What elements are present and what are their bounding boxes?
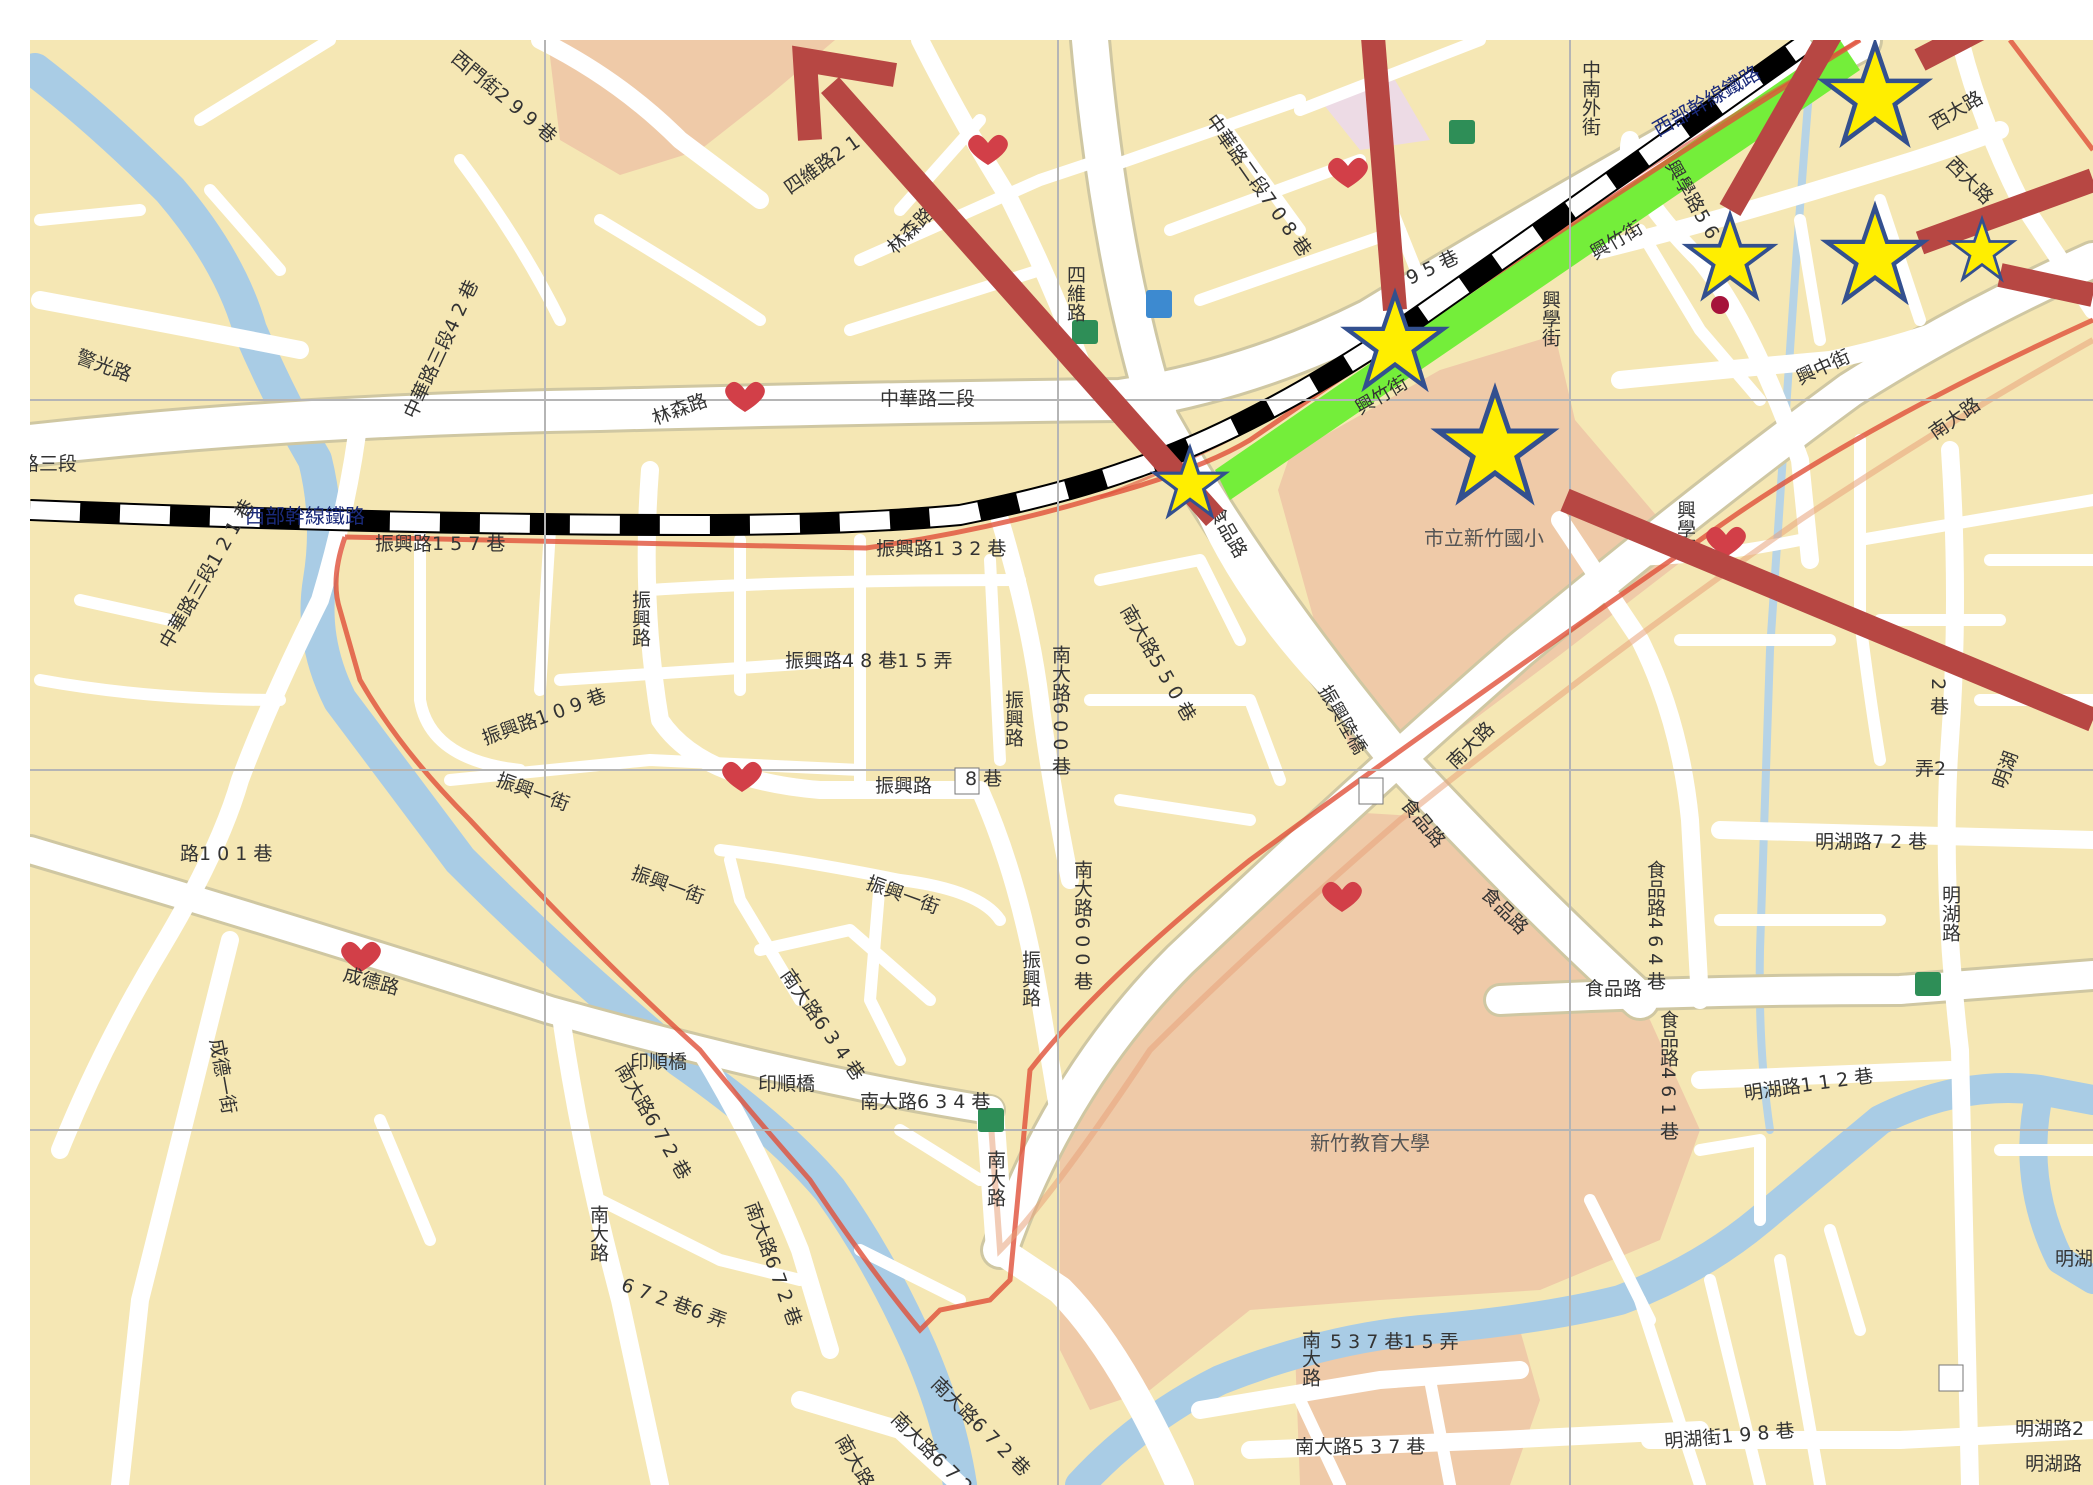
heart-icon (968, 134, 1008, 165)
road-label: 路三段 (20, 453, 77, 475)
road-shipin-east (1486, 961, 2093, 1014)
road-label: 四維路 (1064, 265, 1086, 322)
road-label: 南大路5 3 7 巷 (1295, 1436, 1425, 1458)
road-shipin (1072, 40, 1658, 1018)
university-campus (1060, 810, 1700, 1410)
arrow-line (1719, 40, 1841, 216)
road-label: 明湖路2 (2015, 1418, 2084, 1440)
seven-eleven-icon (1938, 1364, 1964, 1392)
fm-store-icon (1072, 320, 1098, 344)
fm-store-icon (1449, 120, 1475, 144)
arrow-line (821, 77, 1224, 526)
road-label: 振興路1 5 7 巷 (375, 533, 505, 555)
road-label: 食品路4 6 1 巷 (1657, 1010, 1679, 1141)
road-label: 南大路 (587, 1205, 609, 1262)
road-label: 振興路4 8 巷1 5 弄 (785, 650, 953, 672)
arrow-line (1915, 168, 2093, 255)
road-label: 南大路6 0 0 巷 (1071, 860, 1093, 991)
road-label: 振興路 (875, 775, 932, 797)
heart-icon (1328, 157, 1368, 188)
green-band (1215, 40, 1860, 500)
arrow-line (1997, 263, 2093, 307)
fm-store-icon (978, 1108, 1004, 1132)
fm-store-icon (1915, 972, 1941, 996)
heart-icon (725, 381, 765, 412)
arrow-line (1560, 488, 2093, 732)
campus-area-north (548, 40, 835, 175)
road-label: 南大路 (1299, 1330, 1321, 1387)
route-nanda-road (987, 337, 2093, 1257)
road-label: 明湖路7 2 巷 (1815, 831, 1927, 853)
road-label: 食品路4 6 4 巷 (1644, 860, 1666, 991)
road-label: 路1 0 1 巷 (180, 843, 272, 865)
arrow-layer (792, 40, 2093, 732)
location-pin-icon (1711, 296, 1729, 314)
road-label: 5 3 7 巷1 5 弄 (1330, 1331, 1459, 1353)
railway-label: 西部幹線鐵路 (245, 504, 365, 528)
seven-eleven-icon (1358, 777, 1384, 805)
university-label: 新竹教育大學 (1310, 1131, 1430, 1155)
road-label: 8 巷 (965, 768, 1002, 790)
arrow-line (1914, 40, 1985, 71)
river-main (30, 53, 977, 1485)
road-label: 食品路 (1585, 978, 1642, 1000)
railway-track-dash (30, 40, 1816, 535)
road-label: 印順橋 (630, 1051, 687, 1073)
road-label: 明湖路 (2025, 1453, 2082, 1475)
river-east-bend (2019, 1076, 2093, 1294)
road-nanda-south (976, 1096, 1194, 1485)
road-label: 印順橋 (758, 1073, 815, 1095)
road-label: 明湖 (2055, 1248, 2093, 1270)
school-campus (1278, 335, 1690, 750)
road-label: 興學街 (1539, 290, 1561, 347)
road-nanda (983, 243, 2093, 1267)
gas-station-icon (1146, 290, 1172, 318)
road-label: 明湖路 (1939, 885, 1961, 942)
heart-icon (722, 761, 762, 792)
road-label: 中南外街 (1579, 60, 1601, 136)
road-label: 7 2 巷 (1927, 660, 1949, 715)
road-label: 振興路 (629, 590, 651, 647)
road-label: 振興路 (1019, 950, 1041, 1007)
road-label: 南大路 (984, 1150, 1006, 1207)
heart-icon (1322, 881, 1362, 912)
road-label: 南大路6 0 0 巷 (1049, 645, 1071, 776)
poi-layer (341, 120, 1964, 1392)
road-label: 弄2 (1915, 758, 1946, 780)
road-label: 中華路二段 (880, 388, 975, 410)
road-label: 振興路 (1002, 690, 1024, 747)
road-label: 振興路1 3 2 巷 (876, 538, 1006, 560)
heart-icon (1706, 526, 1746, 557)
seven-eleven-icon (954, 767, 980, 795)
arrow-head-icon (792, 45, 897, 141)
school-label: 市立新竹國小 (1424, 526, 1544, 550)
road-label: 南大路6 3 4 巷 (860, 1091, 990, 1113)
grid-lines (30, 40, 2093, 1485)
heart-icon (341, 941, 381, 972)
arrow-line (1361, 40, 1407, 311)
